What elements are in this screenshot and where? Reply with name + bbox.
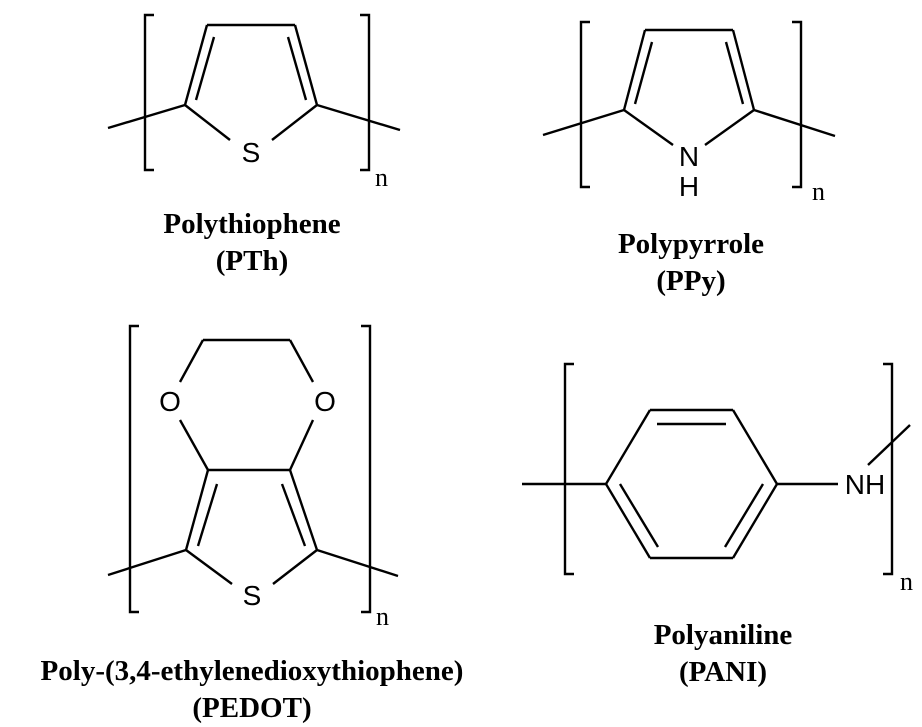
polypyrrole-repeat-n: n	[812, 177, 825, 206]
pedot-atom-s: S	[243, 580, 262, 611]
polypyrrole-structure: N H n Polypyrrole (PPy)	[542, 20, 836, 297]
pedot-abbreviation: (PEDOT)	[192, 692, 311, 724]
pedot-name: Poly-(3,4-ethylenedioxythiophene)	[41, 655, 464, 687]
pedot-repeat-n: n	[376, 602, 389, 631]
polythiophene-structure: S n Polythiophene (PTh)	[107, 13, 401, 277]
polypyrrole-name: Polypyrrole	[618, 228, 764, 260]
polythiophene-bracket-left	[143, 13, 154, 172]
polyaniline-abbreviation: (PANI)	[679, 656, 767, 688]
polyaniline-bonds	[522, 408, 911, 560]
pedot-atom-o-left: O	[159, 386, 181, 417]
polyaniline-atom-nh: NH	[845, 469, 885, 500]
pedot-bracket-right	[361, 324, 372, 614]
polyaniline-bracket-right	[883, 362, 894, 576]
polyaniline-bracket-left	[563, 362, 574, 576]
polypyrrole-bracket-left	[579, 20, 590, 189]
polythiophene-bonds	[107, 23, 401, 141]
polypyrrole-atom-n: N	[679, 141, 699, 172]
pedot-structure: O O S n Poly-(3,4-ethylenedioxythiophene…	[41, 324, 464, 724]
polythiophene-name: Polythiophene	[163, 208, 340, 240]
polypyrrole-bonds	[542, 28, 836, 146]
polyaniline-repeat-n: n	[900, 567, 913, 596]
polyaniline-structure: NH n Polyaniline (PANI)	[522, 362, 913, 688]
pedot-bonds	[107, 338, 399, 585]
polythiophene-abbreviation: (PTh)	[216, 245, 289, 277]
polythiophene-repeat-n: n	[375, 163, 388, 192]
pedot-atom-o-right: O	[314, 386, 336, 417]
polythiophene-atom-s: S	[242, 137, 261, 168]
polypyrrole-abbreviation: (PPy)	[656, 265, 725, 297]
polythiophene-bracket-right	[360, 13, 371, 172]
polypyrrole-atom-h: H	[679, 171, 699, 202]
polypyrrole-bracket-right	[792, 20, 803, 189]
polyaniline-name: Polyaniline	[654, 619, 793, 651]
pedot-bracket-left	[128, 324, 139, 614]
